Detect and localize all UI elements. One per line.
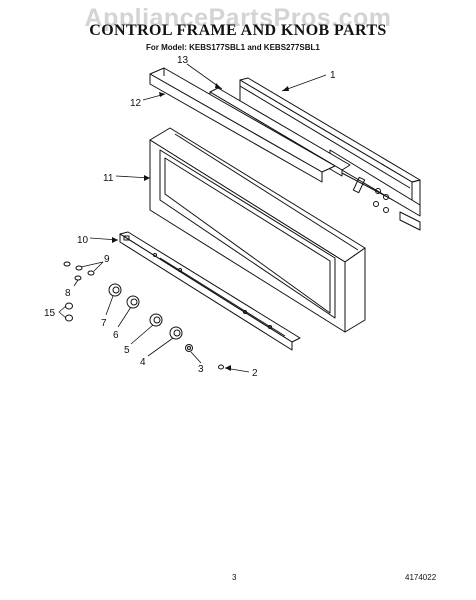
model-subtitle: For Model: KEBS177SBL1 and KEBS277SBL1 xyxy=(146,43,320,52)
part-knob-6 xyxy=(126,295,140,309)
part-spring-clip-2 xyxy=(218,364,224,370)
leader-lines xyxy=(58,63,327,373)
callout-8: 8 xyxy=(65,288,71,299)
part-knob-4 xyxy=(169,326,183,340)
callout-5: 5 xyxy=(124,345,130,356)
part-clip-8 xyxy=(74,275,82,281)
callout-3: 3 xyxy=(198,364,204,375)
leader-arrowheads xyxy=(112,83,289,371)
callout-13: 13 xyxy=(177,55,189,66)
callout-7: 7 xyxy=(101,318,107,329)
part-knob-7 xyxy=(108,283,122,297)
callout-1: 1 xyxy=(330,70,336,81)
part-control-frame xyxy=(149,127,366,333)
part-trim-strip-lower xyxy=(149,67,336,183)
part-clip-9 xyxy=(63,261,95,276)
callout-11: 11 xyxy=(103,173,114,184)
part-knob-insert-15 xyxy=(65,302,73,322)
callout-12: 12 xyxy=(130,98,142,109)
page-number: 3 xyxy=(232,573,237,582)
part-bottom-bracket xyxy=(119,231,301,351)
callout-4: 4 xyxy=(140,357,146,368)
part-small-knob-3 xyxy=(185,344,193,352)
part-control-panel xyxy=(239,77,421,231)
callout-9: 9 xyxy=(104,254,110,265)
part-knob-5 xyxy=(149,313,163,327)
callout-15: 15 xyxy=(44,308,56,319)
document-number: 4174022 xyxy=(405,573,437,582)
diagram-title: CONTROL FRAME AND KNOB PARTS xyxy=(89,22,387,39)
callout-6: 6 xyxy=(113,330,119,341)
callout-10: 10 xyxy=(77,235,89,246)
callout-2: 2 xyxy=(252,368,258,379)
watermark: AppliancePartsPros.com xyxy=(84,4,392,32)
callout-labels: 1 13 12 11 10 9 8 15 7 6 5 4 3 2 xyxy=(44,55,336,379)
